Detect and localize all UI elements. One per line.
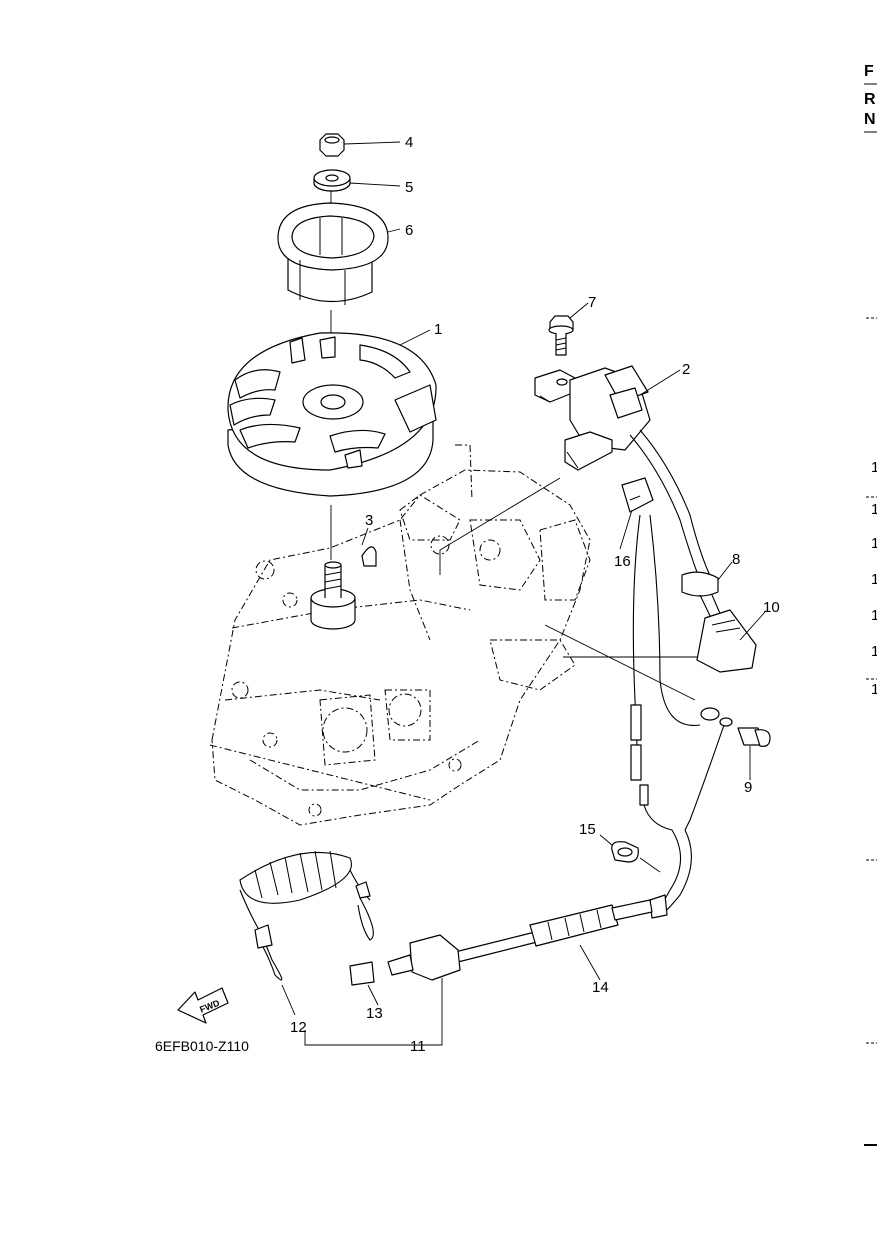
edge-row-7: 1 xyxy=(871,681,877,698)
edge-row-4: 1 xyxy=(871,571,877,588)
callout-16: 16 xyxy=(614,553,631,570)
engine-block-phantom xyxy=(209,444,591,826)
callout-2: 2 xyxy=(682,361,690,378)
callout-3: 3 xyxy=(365,512,373,529)
edge-row-6: 1 xyxy=(871,643,877,660)
lead-wires xyxy=(630,514,733,919)
pulley-part-6 xyxy=(277,202,389,305)
nut-part-4 xyxy=(319,133,345,157)
cap-part-13 xyxy=(349,961,375,986)
lanyard-part-12 xyxy=(239,850,374,981)
callout-6: 6 xyxy=(405,222,413,239)
diagram-code: 6EFB010-Z110 xyxy=(155,1038,249,1054)
callout-12: 12 xyxy=(290,1019,307,1036)
callout-11: 11 xyxy=(410,1038,426,1055)
callout-15: 15 xyxy=(579,821,596,838)
callout-9: 9 xyxy=(744,779,752,796)
edge-row-1: 1 xyxy=(871,459,877,476)
callout-14: 14 xyxy=(592,979,609,996)
callout-13: 13 xyxy=(366,1005,383,1022)
edge-header-n: N xyxy=(864,111,876,128)
edge-header-f: F xyxy=(864,63,874,80)
edge-row-2: 1 xyxy=(871,501,877,518)
callout-8: 8 xyxy=(732,551,740,568)
edge-row-3: 1 xyxy=(871,535,877,552)
edge-row-5: 1 xyxy=(871,607,877,624)
right-edge-table: F R N 1 1 1 1 1 1 1 xyxy=(864,63,877,1146)
callout-4: 4 xyxy=(405,134,413,151)
flywheel-part-1 xyxy=(227,332,437,497)
washer-part-5 xyxy=(313,169,351,192)
key-part-3 xyxy=(361,546,377,567)
callout-5: 5 xyxy=(405,179,413,196)
cord-and-plug-cap xyxy=(621,429,757,673)
callout-1: 1 xyxy=(434,321,442,338)
stop-switch-cable-part-14 xyxy=(387,899,653,981)
callout-numbers: 4 5 6 1 7 2 3 16 8 10 9 15 14 13 12 11 xyxy=(290,134,780,1055)
callout-7: 7 xyxy=(588,294,596,311)
leader-lines xyxy=(281,141,766,1046)
fwd-arrow-icon: FWD xyxy=(177,987,229,1024)
clamp-part-15 xyxy=(611,841,639,863)
ignition-coil-part-2 xyxy=(534,365,651,471)
callout-10: 10 xyxy=(763,599,780,616)
screw-part-9 xyxy=(737,727,771,747)
bolt-part-7 xyxy=(548,315,574,356)
edge-header-r: R xyxy=(864,91,876,108)
